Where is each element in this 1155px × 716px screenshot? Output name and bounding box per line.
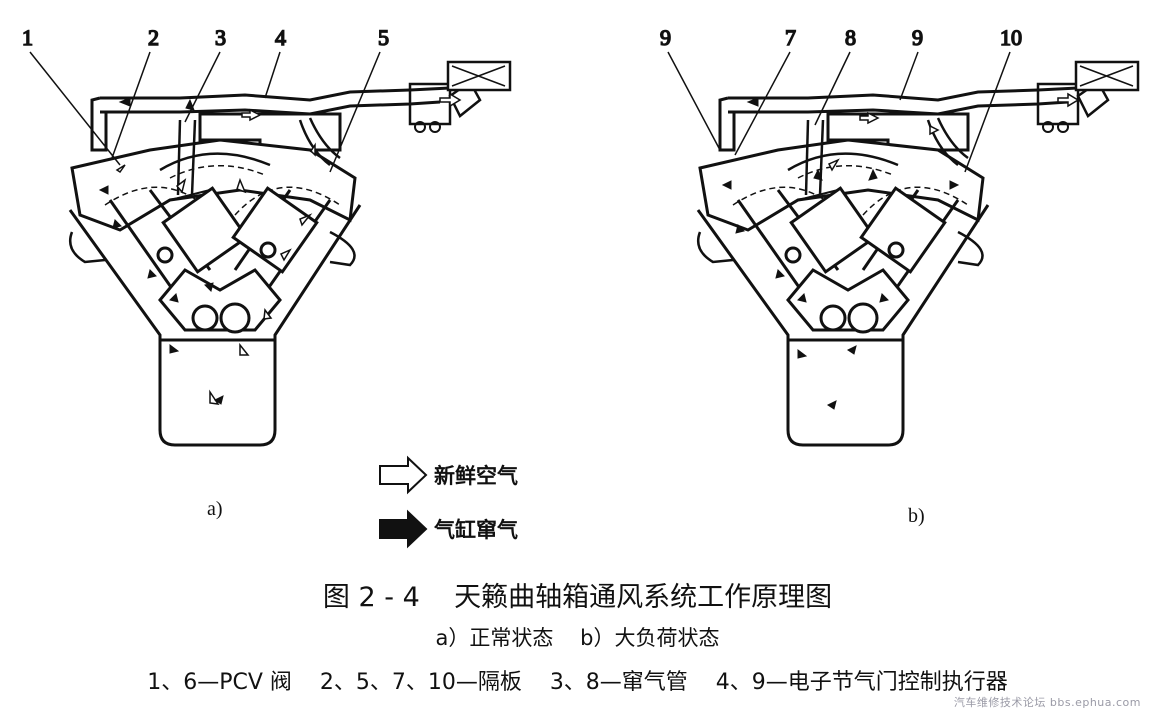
watermark: 汽车维修技术论坛 bbs.ephua.com	[953, 694, 1141, 710]
callout-a-3: 3	[215, 25, 226, 50]
callout-a-1: 1	[22, 25, 33, 50]
callout-b-9-right: 9	[912, 25, 923, 50]
callout-b-7: 7	[785, 25, 796, 50]
figure-title: 图 2 - 4 天籁曲轴箱通风系统工作原理图	[322, 582, 833, 613]
callout-a-5: 5	[378, 25, 389, 50]
legend-fresh-air-arrow	[379, 455, 428, 495]
callout-a-2: 2	[148, 25, 159, 50]
figure-key: 1、6—PCV 阀 2、5、7、10—隔板 3、8—窜气管 4、9—电子节气门控…	[147, 670, 1008, 695]
legend-blowby-label: 气缸窜气	[434, 518, 518, 542]
callout-b-9-left: 9	[660, 25, 671, 50]
engine-diagram-a	[68, 60, 512, 447]
legend-fresh-air-label: 新鲜空气	[434, 464, 518, 488]
blowby-arrows-b	[721, 97, 960, 410]
panel-label-b: b)	[908, 505, 925, 527]
callouts-b: 9 7 8 9 10	[659, 24, 1023, 173]
engine-diagram-b	[696, 60, 1140, 447]
callouts-a: 1 2 3 4 5	[21, 24, 390, 173]
legend-blowby-arrow	[379, 509, 428, 549]
callout-b-10: 10	[1000, 25, 1022, 50]
figure-subtitle: a）正常状态 b）大负荷状态	[435, 626, 720, 650]
fresh-air-arrows-a	[115, 92, 462, 405]
fresh-air-arrows-b	[827, 92, 1080, 172]
panel-label-a: a)	[207, 498, 223, 520]
callout-b-8: 8	[845, 25, 856, 50]
callout-a-4: 4	[275, 25, 286, 50]
